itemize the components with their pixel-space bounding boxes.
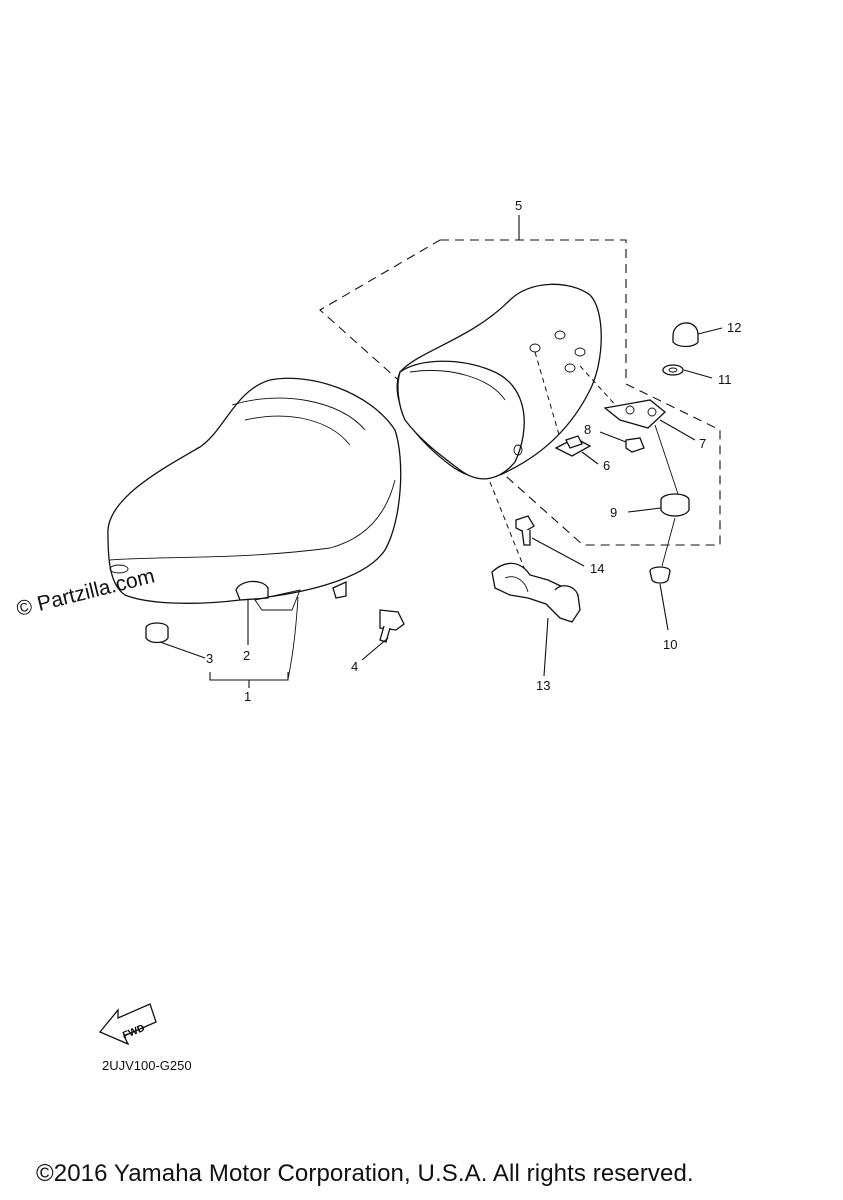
callout-3: 3 [206,651,213,666]
nut-part-8 [599,431,645,453]
diagram-code: 2UJV100-G250 [102,1058,192,1073]
grommet-part-3 [145,622,206,659]
washer-part-11 [662,364,713,379]
bolt-part-14 [515,515,585,567]
fwd-arrow-icon: FWD [98,1003,157,1046]
callout-8: 8 [584,422,591,437]
collar-part-10 [649,517,676,631]
bracket-1 [209,672,289,681]
callout-9: 9 [610,505,617,520]
clip-part-6 [554,435,599,465]
rider-seat-part-1 [107,377,402,680]
damper-part-9 [627,424,690,517]
callout-13: 13 [536,678,550,693]
callout-7: 7 [699,436,706,451]
bolt-part-4 [361,609,405,661]
hook-bracket-part-13 [491,562,581,677]
passenger-seat-part-5 [396,283,621,571]
callout-2: 2 [243,648,250,663]
callout-1: 1 [244,689,251,704]
bracket-part-7 [603,399,696,441]
callout-12: 12 [727,320,741,335]
assembly-5-dashed-outline [319,239,721,546]
callout-4: 4 [351,659,358,674]
cap-nut-part-12 [672,322,723,348]
callout-11: 11 [718,372,732,387]
copyright-notice: ©2016 Yamaha Motor Corporation, U.S.A. A… [36,1160,694,1187]
callout-10: 10 [663,637,677,652]
callout-5: 5 [515,198,522,213]
callout-6: 6 [603,458,610,473]
callout-14: 14 [590,561,604,576]
